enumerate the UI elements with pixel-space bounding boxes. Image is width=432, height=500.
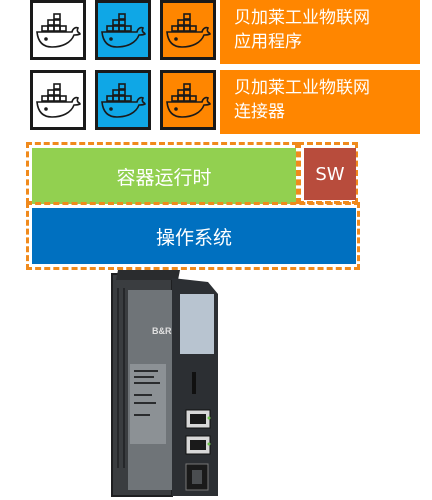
connectors-label-line2: 连接器 [234,102,285,122]
connectors-label: 贝加莱工业物联网 连接器 [220,70,420,134]
docker-whale-icon [34,80,82,120]
connectors-label-line1: 贝加莱工业物联网 [234,78,370,98]
apps-label-line1: 贝加莱工业物联网 [234,8,370,28]
sw-label: SW [315,163,345,185]
apps-label: 贝加莱工业物联网 应用程序 [220,0,420,64]
container-tile-orange [160,70,216,130]
docker-whale-icon [99,80,147,120]
industrial-pc-illustration: B&R [111,270,218,497]
operating-system-label: 操作系统 [155,226,232,249]
docker-whale-icon [164,10,212,50]
operating-system-block: 操作系统 [32,208,356,264]
apps-row: 贝加莱工业物联网 应用程序 [30,0,420,64]
container-tile-blue [95,70,151,130]
container-runtime-label: 容器运行时 [116,166,212,189]
container-tile-orange [160,0,216,60]
brand-logo: B&R [152,326,172,336]
os-dashed-frame [26,202,360,270]
docker-whale-icon [164,80,212,120]
apps-label-line2: 应用程序 [234,32,302,52]
docker-whale-icon [34,10,82,50]
docker-whale-icon [99,10,147,50]
industrial-pc-device: B&R [108,268,228,500]
container-tile-white [30,70,86,130]
connectors-row: 贝加莱工业物联网 连接器 [30,70,420,134]
container-tile-white [30,0,86,60]
container-tile-blue [95,0,151,60]
sw-block: SW [304,148,356,200]
container-runtime-block: 容器运行时 [32,148,296,204]
